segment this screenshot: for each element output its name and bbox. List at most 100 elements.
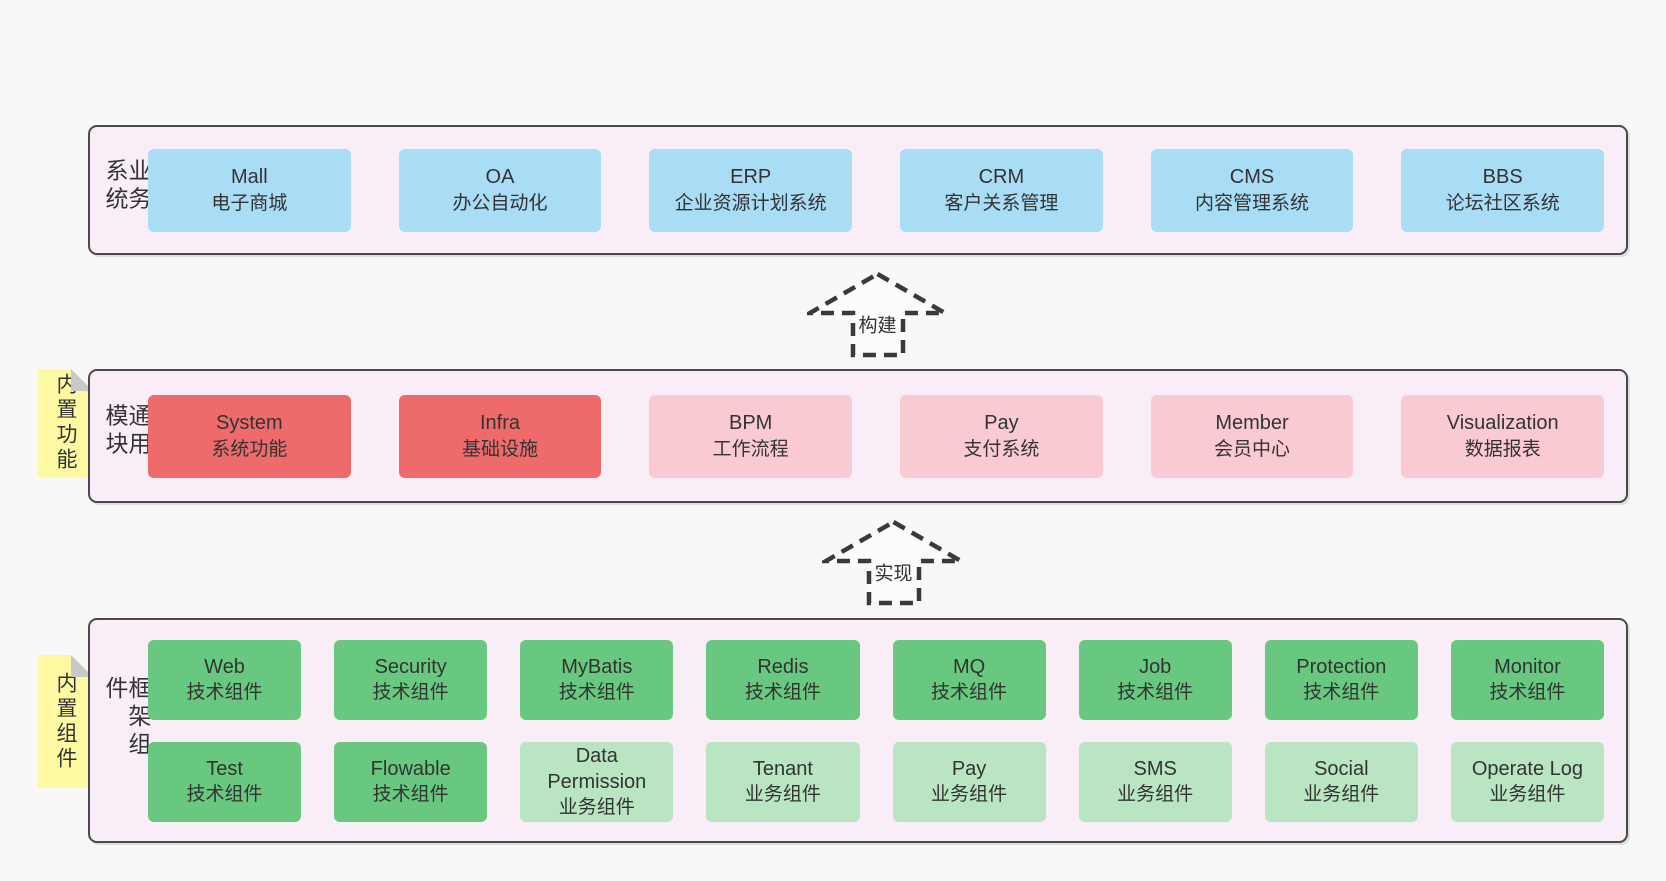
box-subtitle: 业务组件: [744, 784, 821, 806]
box-subtitle: 业务组件: [931, 784, 1008, 806]
box-subtitle: 技术组件: [186, 784, 263, 806]
box-title: OA: [485, 166, 515, 189]
box-bpm: BPM 工作流程: [649, 394, 853, 478]
box-title: MQ: [952, 655, 986, 678]
box-title: Redis: [757, 655, 809, 678]
box-member: Member 会员中心: [1150, 394, 1354, 478]
box-subtitle: 会员中心: [1214, 438, 1291, 460]
box-title: Job: [1139, 655, 1172, 678]
box-subtitle: 技术组件: [1117, 682, 1194, 704]
box-title: BBS: [1482, 166, 1523, 189]
box-data-permission: Data Permission 业务组件: [520, 741, 674, 822]
sticky-note-built-in-features: 内置功能: [38, 369, 93, 477]
box-subtitle: 数据报表: [1464, 438, 1541, 460]
box-redis: Redis 技术组件: [706, 639, 860, 720]
box-subtitle: 论坛社区系统: [1445, 192, 1560, 214]
box-subtitle: 技术组件: [931, 682, 1008, 704]
box-test: Test 技术组件: [148, 741, 302, 822]
box-subtitle: 电子商城: [211, 192, 288, 214]
box-monitor: Monitor 技术组件: [1450, 639, 1604, 720]
box-flowable: Flowable 技术组件: [334, 741, 488, 822]
sticky-note-built-in-components: 内置组件: [38, 655, 93, 788]
box-visualization: Visualization 数据报表: [1401, 394, 1605, 478]
box-sms: SMS 业务组件: [1078, 741, 1232, 822]
note-label: 内置组件: [54, 671, 77, 772]
arrow-label: 实现: [871, 558, 916, 586]
box-operate-log: Operate Log 业务组件: [1450, 741, 1604, 822]
box-title: Visualization: [1446, 412, 1559, 435]
box-security: Security 技术组件: [334, 639, 488, 720]
up-arrow-implement-icon: 实现: [822, 519, 965, 606]
box-subtitle: 技术组件: [372, 784, 449, 806]
box-job: Job 技术组件: [1078, 639, 1232, 720]
box-subtitle: 工作流程: [712, 438, 789, 460]
box-subtitle: 技术组件: [372, 682, 449, 704]
box-title: CMS: [1229, 166, 1275, 189]
box-title: Operate Log: [1471, 757, 1584, 780]
box-title: Tenant: [752, 757, 813, 780]
box-social: Social 业务组件: [1264, 741, 1418, 822]
box-subtitle: 技术组件: [744, 682, 821, 704]
box-title: System: [215, 412, 283, 435]
box-oa: OA 办公自动化: [398, 148, 602, 232]
box-title: BPM: [729, 412, 773, 435]
up-arrow-build-icon: 构建: [807, 271, 948, 358]
box-title: Mall: [231, 166, 268, 189]
box-title: Data Permission: [547, 744, 647, 793]
box-subtitle: 办公自动化: [452, 192, 548, 214]
box-protection: Protection 技术组件: [1264, 639, 1418, 720]
box-subtitle: 业务组件: [1303, 784, 1380, 806]
box-pay: Pay 业务组件: [892, 741, 1046, 822]
box-mall: Mall 电子商城: [148, 148, 351, 232]
layer-label: 通用模块: [102, 403, 151, 460]
box-title: SMS: [1133, 757, 1177, 780]
box-tenant: Tenant 业务组件: [706, 741, 860, 822]
box-pay: Pay 支付系统: [900, 394, 1103, 478]
box-subtitle: 支付系统: [963, 438, 1040, 460]
box-title: Monitor: [1494, 655, 1561, 678]
box-title: Flowable: [370, 757, 451, 780]
box-mybatis: MyBatis 技术组件: [520, 639, 674, 720]
box-subtitle: 业务组件: [1489, 784, 1566, 806]
box-title: Protection: [1296, 655, 1387, 678]
box-subtitle: 技术组件: [1489, 682, 1566, 704]
box-title: Pay: [951, 757, 987, 780]
box-subtitle: 业务组件: [558, 797, 635, 819]
box-title: Member: [1215, 412, 1289, 435]
box-title: Social: [1314, 757, 1369, 780]
box-title: Security: [374, 655, 447, 678]
box-title: CRM: [978, 166, 1025, 189]
box-crm: CRM 客户关系管理: [900, 148, 1103, 232]
layer-label: 框架组件: [102, 675, 151, 760]
box-subtitle: 基础设施: [462, 438, 539, 460]
arrow-label: 构建: [855, 310, 900, 338]
box-subtitle: 技术组件: [1303, 682, 1380, 704]
layer-label: 业务系统: [102, 158, 151, 215]
box-system: System 系统功能: [148, 394, 351, 478]
box-title: Pay: [984, 412, 1019, 435]
box-subtitle: 业务组件: [1117, 784, 1194, 806]
box-subtitle: 客户关系管理: [944, 192, 1059, 214]
box-title: MyBatis: [561, 655, 633, 678]
box-subtitle: 系统功能: [211, 438, 288, 460]
box-bbs: BBS 论坛社区系统: [1401, 148, 1605, 232]
box-subtitle: 技术组件: [186, 682, 263, 704]
box-subtitle: 技术组件: [558, 682, 635, 704]
box-title: Test: [206, 757, 243, 780]
box-mq: MQ 技术组件: [892, 639, 1046, 720]
note-label: 内置功能: [54, 373, 77, 473]
